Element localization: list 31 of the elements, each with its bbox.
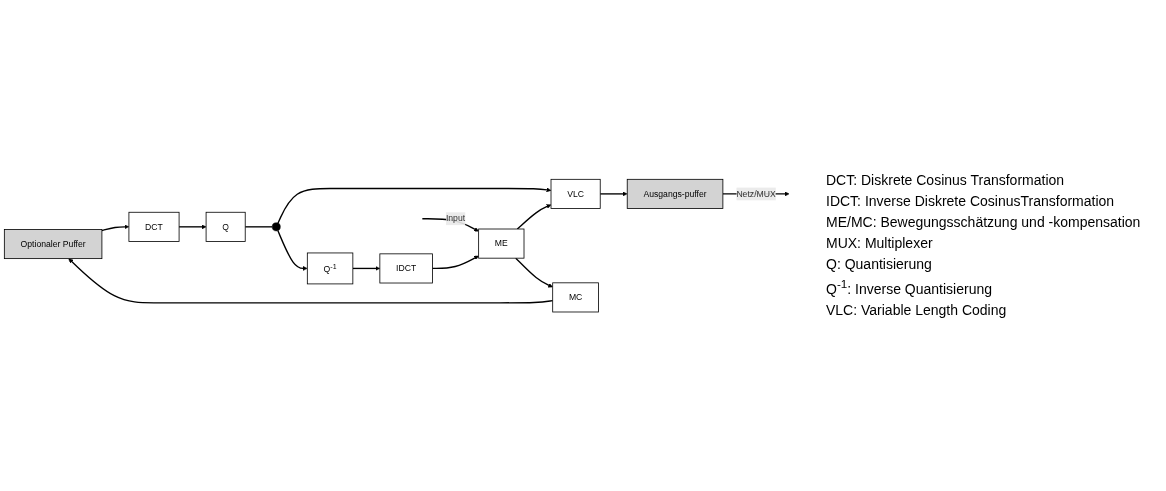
- connector: [244, 226, 273, 228]
- node-box: [3, 228, 103, 259]
- node-circle: [271, 222, 281, 231]
- node-box: [552, 282, 599, 313]
- diagram-drawing: Netz/MUX Input VLC Ausgangs-puffer Optionaler Puffer DCT Q ME Q$^{-1}$ IDCT MC: [0, 174, 826, 317]
- abbreviation-note: VLC: Variable Length Coding: [826, 300, 1008, 320]
- arrow: [516, 204, 552, 230]
- node-box: [626, 178, 724, 209]
- arrow: [599, 191, 628, 197]
- node-box: [128, 211, 180, 242]
- arrow: [68, 258, 554, 304]
- arrow: [277, 229, 308, 271]
- edge-label: Netz/MUX: [736, 188, 776, 199]
- arrow: [277, 187, 552, 224]
- abbreviation-note: DCT: Diskrete Cosinus Transformation: [826, 171, 1066, 191]
- arrow: [178, 224, 207, 230]
- arrow: [101, 224, 130, 232]
- arrow: [515, 257, 553, 288]
- node-box: [205, 211, 246, 242]
- node-box: [478, 228, 525, 259]
- arrow: [431, 255, 479, 269]
- node-box: [550, 178, 601, 209]
- abbreviation-note: Q: Quantisierung: [826, 255, 933, 275]
- node-box: [379, 253, 433, 284]
- node-box: [306, 252, 354, 285]
- edge-label: Input: [445, 213, 466, 223]
- abbreviation-note: Q$^{-1}$: Inverse Quantisierung: [826, 276, 993, 299]
- abbreviation-note: MUX: Multiplexer: [826, 234, 934, 254]
- abbreviation-note: IDCT: Inverse Diskrete CosinusTransformation: [826, 192, 1116, 212]
- abbreviation-note: ME/MC: Bewegungsschätzung und -kompensation: [826, 213, 1142, 233]
- arrow: [352, 265, 381, 271]
